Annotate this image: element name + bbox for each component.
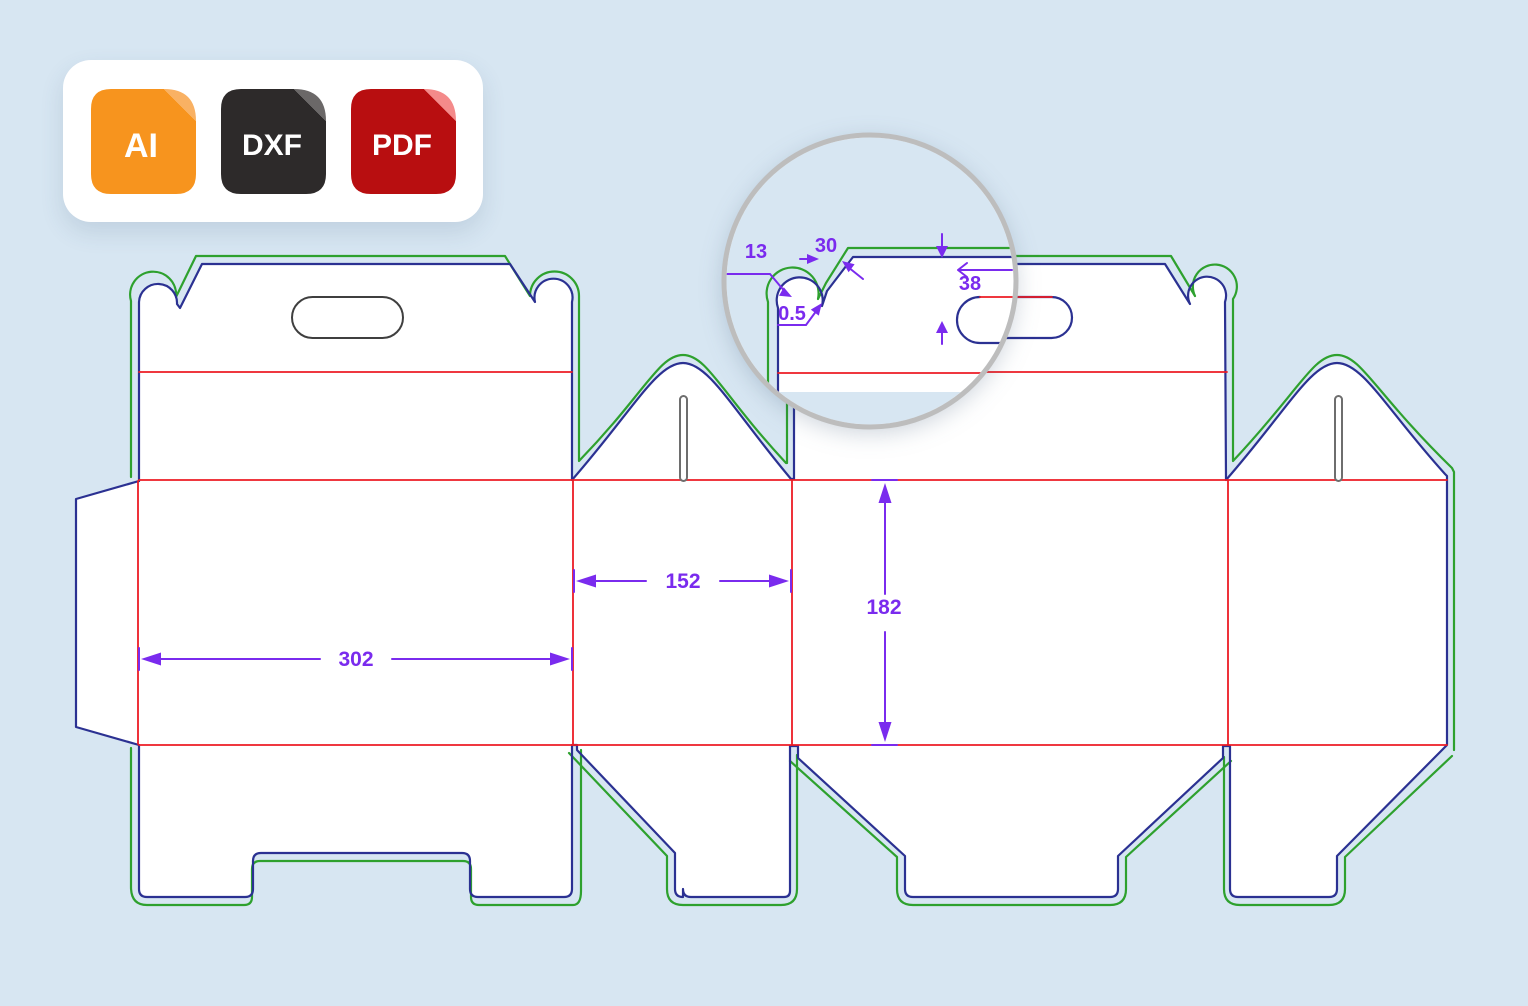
gable-slit-right	[1334, 395, 1343, 482]
pdf-file-label: PDF	[372, 129, 432, 162]
magnifier-content: 13 30 0.5 38	[726, 137, 1014, 425]
cut-line-glue-flap	[74, 479, 141, 747]
callout-13: 13	[726, 241, 792, 297]
ai-file-body	[90, 88, 196, 194]
svg-text:13: 13	[745, 241, 767, 263]
bleed-line-flap3	[788, 759, 1233, 907]
ai-file-label: AI	[124, 127, 158, 165]
dxf-file-label: DXF	[242, 129, 302, 162]
svg-text:38: 38	[959, 273, 981, 295]
dimension-152-label: 152	[665, 570, 700, 593]
cut-line-main	[137, 262, 1449, 899]
dimension-182: 182	[866, 479, 902, 746]
gable-slit-left	[679, 395, 688, 482]
callout-arrow-down	[936, 233, 948, 258]
svg-text:30: 30	[815, 235, 837, 257]
callout-05: 0.5	[777, 303, 822, 326]
bleed-line-flap2	[567, 751, 799, 907]
dxf-file-icon[interactable]: DXF	[220, 88, 326, 194]
ai-file-icon[interactable]: AI	[90, 88, 196, 194]
pdf-file-fold	[423, 88, 456, 121]
dimension-302: 302	[138, 647, 573, 671]
dimension-152: 152	[573, 569, 792, 593]
magnifier-ring	[721, 132, 1019, 430]
dxf-file-body	[220, 88, 326, 194]
dimension-182-label: 182	[866, 596, 901, 619]
svg-text:0.5: 0.5	[778, 303, 806, 325]
dimension-302-label: 302	[338, 648, 373, 671]
bleed-line-flap1	[129, 746, 583, 907]
ai-file-fold	[163, 88, 196, 121]
dxf-file-fold	[293, 88, 326, 121]
pdf-file-body	[350, 88, 456, 194]
callout-arrow-up	[936, 321, 948, 345]
callout-30: 30	[799, 235, 864, 280]
callout-38: 38	[957, 262, 1013, 295]
handle-hole-left	[291, 296, 404, 339]
magnifier-callout: 13 30 0.5 38	[721, 132, 1019, 430]
export-formats-badge: AI DXF PDF	[63, 60, 483, 222]
pdf-file-icon[interactable]: PDF	[350, 88, 456, 194]
bleed-line-flap4	[1222, 754, 1454, 907]
